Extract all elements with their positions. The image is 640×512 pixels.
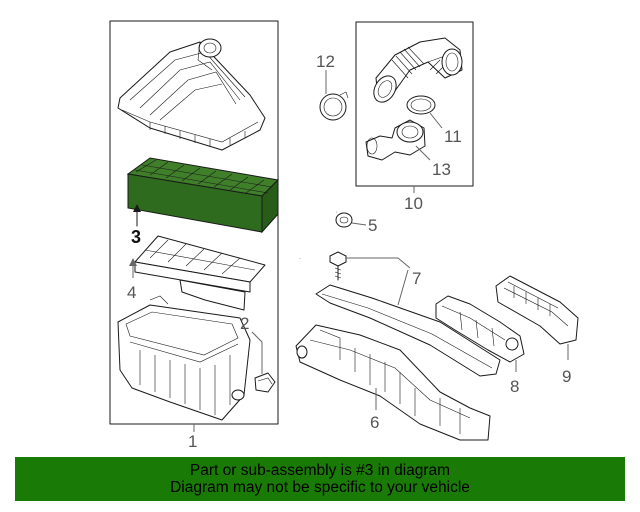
callout-10: 10 [404, 194, 423, 213]
callout-2: 2 [240, 314, 249, 333]
lower-duct-part-6 [295, 324, 491, 441]
intake-duct-drawing [373, 37, 463, 103]
callout-8: 8 [510, 377, 519, 396]
callout-5: 5 [368, 216, 377, 235]
callout-6: 6 [370, 413, 379, 432]
upper-cover-drawing [117, 38, 266, 151]
parts-diagram: 1 2 3 4 5 6 7 8 9 10 11 12 13 [109, 20, 579, 451]
bolt [329, 251, 347, 281]
diagram-notice-banner: Part or sub-assembly is #3 in diagram Di… [15, 457, 625, 501]
callout-7: 7 [412, 269, 421, 288]
notice-line-disclaimer: Diagram may not be specific to your vehi… [170, 479, 470, 496]
clamp-part-11 [406, 95, 436, 115]
callout-13: 13 [432, 160, 451, 179]
callout-12: 12 [316, 52, 335, 71]
callout-9: 9 [562, 367, 571, 386]
filter-tray-part-4 [134, 235, 266, 311]
callout-4: 4 [127, 283, 136, 302]
inlet-part-9 [495, 275, 579, 345]
callout-1: 1 [188, 432, 197, 451]
air-filter-element-part-3[interactable] [126, 157, 280, 234]
resonator-part-13 [365, 119, 426, 161]
callout-11: 11 [444, 127, 462, 146]
notice-line-part: Part or sub-assembly is #3 in diagram [189, 462, 451, 479]
callout-3: 3 [131, 227, 141, 247]
air-duct-part-7 [315, 284, 501, 377]
hose-part-5 [298, 210, 353, 259]
clip-part-2 [254, 372, 276, 393]
resonator-part-8 [435, 295, 525, 363]
band-clamp-part-12 [319, 91, 349, 121]
lower-housing-drawing [117, 295, 251, 421]
